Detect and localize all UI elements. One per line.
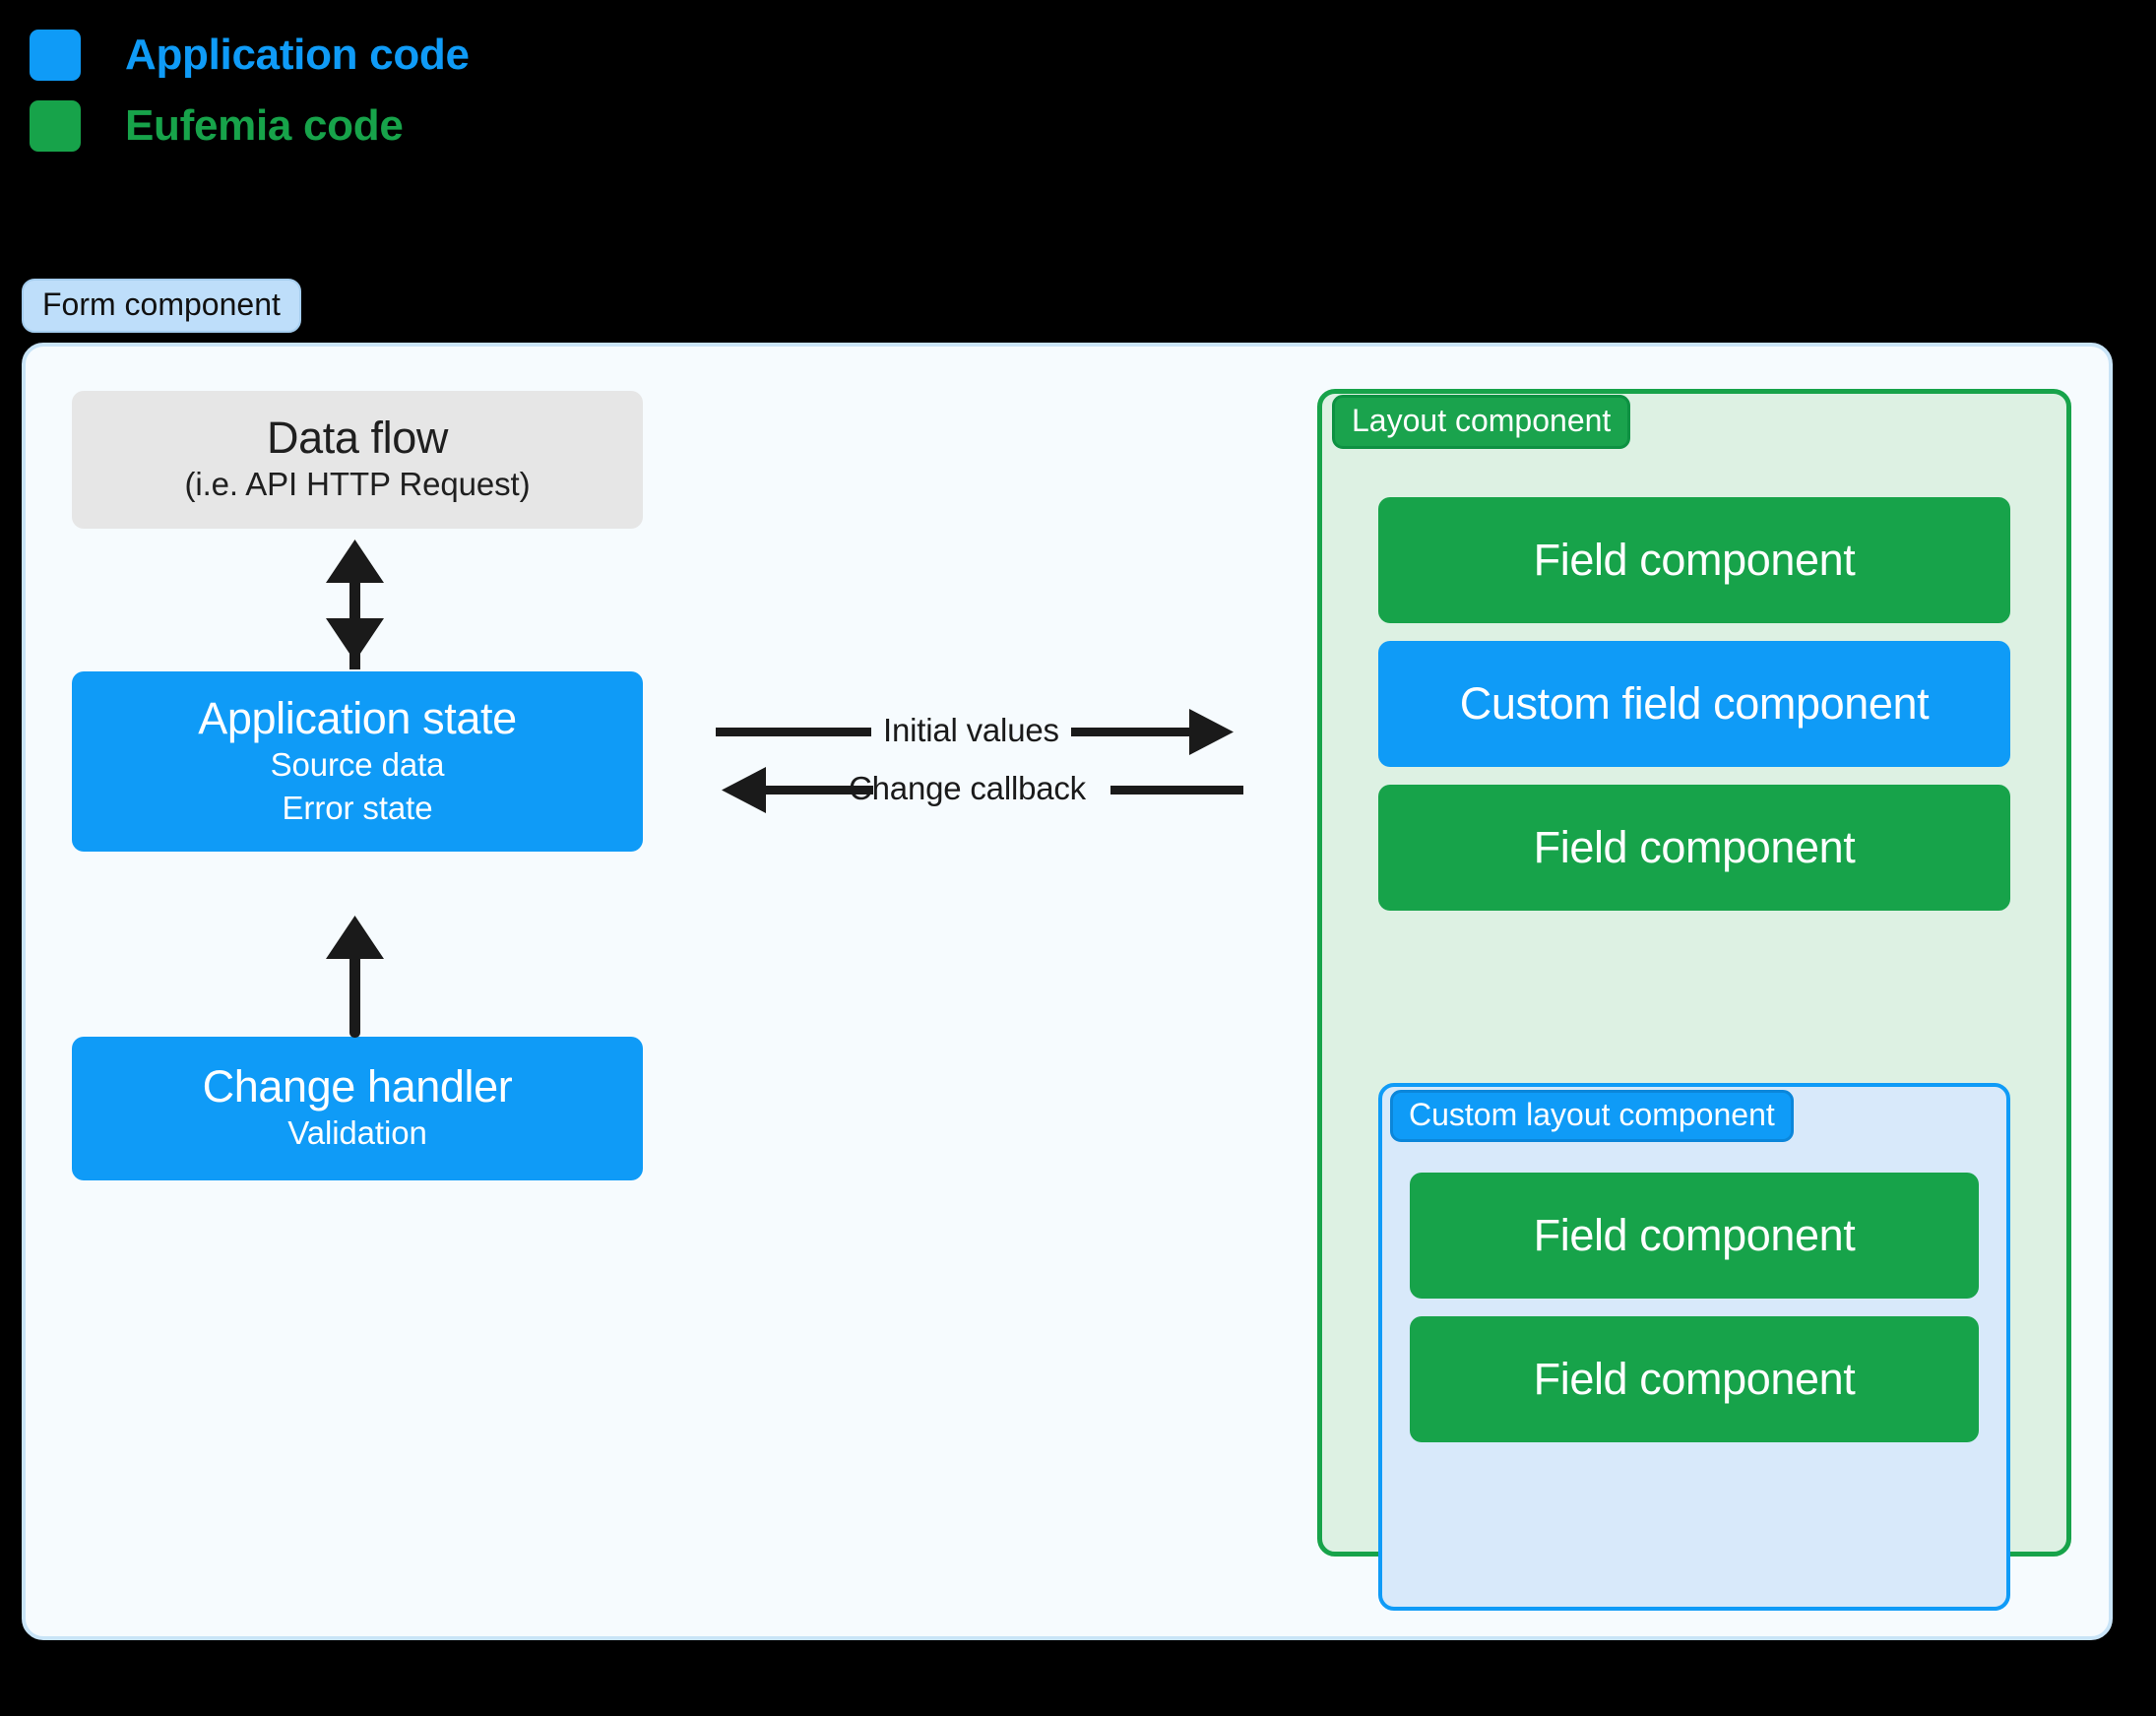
label-change-callback: Change callback — [849, 770, 1086, 806]
node-change-handler: Change handler Validation — [72, 1037, 643, 1180]
application-state-sub-error-state: Error state — [282, 789, 433, 826]
legend: Application code Eufemia code — [30, 20, 719, 161]
legend-item-application-code: Application code — [30, 20, 719, 91]
field-component-box-2: Field component — [1378, 785, 2010, 911]
data-flow-title: Data flow — [267, 413, 448, 464]
node-data-flow: Data flow (i.e. API HTTP Request) — [72, 391, 643, 529]
application-state-title: Application state — [198, 692, 517, 743]
label-initial-values: Initial values — [883, 712, 1059, 748]
field-component-box-1: Field component — [1378, 497, 2010, 623]
legend-label-application-code: Application code — [125, 31, 470, 79]
custom-field-component-label: Custom field component — [1459, 678, 1930, 729]
field-component-box-3: Field component — [1410, 1173, 1979, 1299]
eufemia-code-swatch — [30, 100, 81, 152]
legend-label-eufemia-code: Eufemia code — [125, 101, 404, 150]
legend-item-eufemia-code: Eufemia code — [30, 91, 719, 161]
field-component-label-4: Field component — [1533, 1354, 1856, 1404]
field-component-label-3: Field component — [1533, 1210, 1856, 1260]
change-handler-title: Change handler — [202, 1061, 513, 1112]
node-application-state: Application state Source data Error stat… — [72, 671, 643, 852]
custom-layout-component-tag: Custom layout component — [1390, 1090, 1794, 1143]
layout-component-tag: Layout component — [1332, 395, 1631, 450]
form-component-tag: Form component — [22, 279, 301, 334]
application-code-swatch — [30, 30, 81, 81]
change-handler-sub-validation: Validation — [287, 1114, 427, 1152]
custom-field-component-box: Custom field component — [1378, 641, 2010, 767]
field-component-label-2: Field component — [1533, 822, 1856, 872]
data-flow-subtitle: (i.e. API HTTP Request) — [184, 466, 531, 503]
field-component-label-1: Field component — [1533, 535, 1856, 585]
field-component-box-4: Field component — [1410, 1316, 1979, 1442]
application-state-sub-source-data: Source data — [270, 746, 445, 784]
